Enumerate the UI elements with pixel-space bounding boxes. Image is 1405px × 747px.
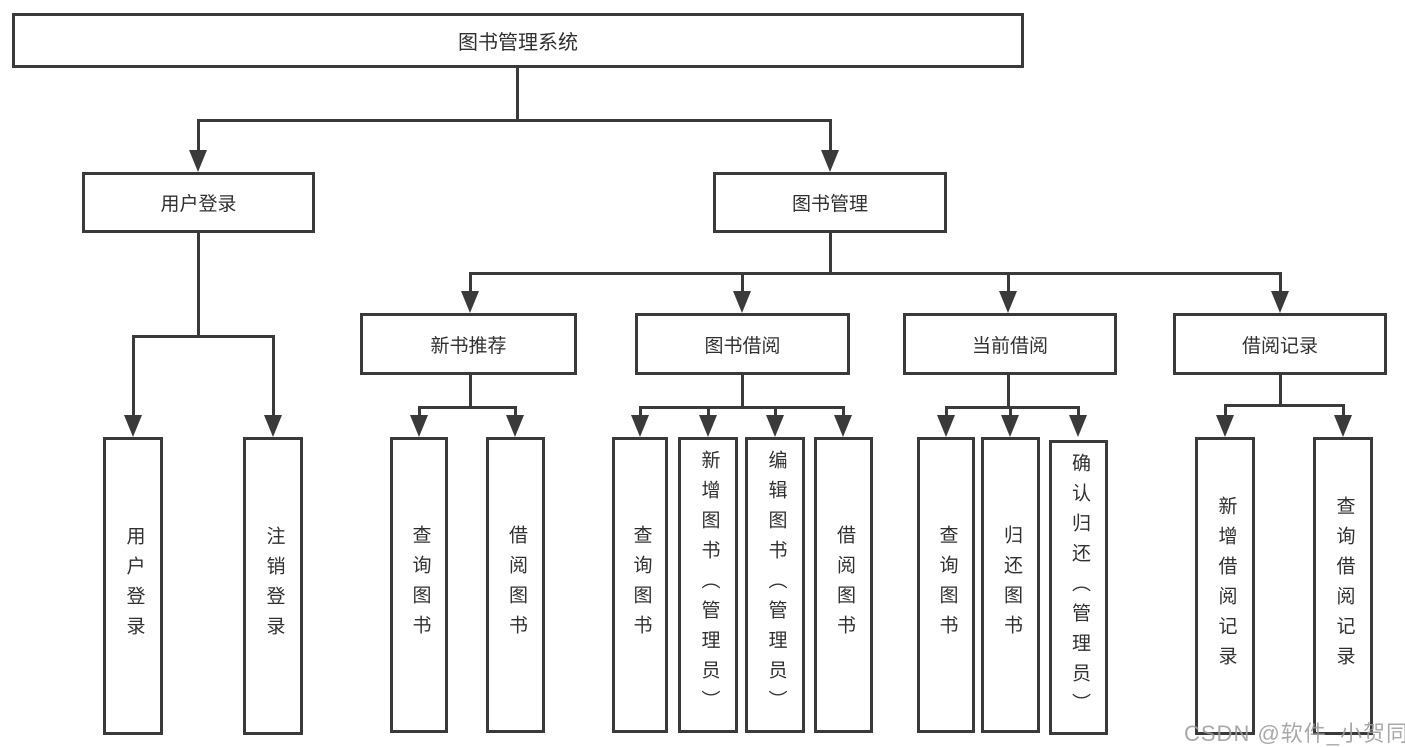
connector-line <box>1224 404 1345 407</box>
leaf-add-borrow-record: 新增借阅记录 <box>1195 437 1255 735</box>
connector-line <box>741 273 744 292</box>
arrowhead-down-icon <box>264 415 282 437</box>
leaf-current-query-book-label: 查询图书 <box>936 525 958 645</box>
arrowhead-down-icon <box>766 415 784 437</box>
node-new-book-recommend: 新书推荐 <box>360 313 577 375</box>
connector-line <box>197 233 200 337</box>
node-root-label: 图书管理系统 <box>458 32 578 54</box>
node-user-login-label: 用户登录 <box>160 194 237 215</box>
connector-line <box>741 375 744 408</box>
node-book-borrow-label: 图书借阅 <box>704 335 781 357</box>
connector-line <box>1007 375 1010 408</box>
connector-line <box>829 120 832 152</box>
node-book-borrow: 图书借阅 <box>635 313 850 375</box>
leaf-current-query-book: 查询图书 <box>917 437 975 733</box>
node-current-borrow-label: 当前借阅 <box>971 335 1048 357</box>
leaf-add-book-admin: 新增图书（管理员） <box>678 437 738 733</box>
connector-line <box>639 406 845 409</box>
leaf-confirm-return-admin: 确认归还（管理员） <box>1049 440 1108 735</box>
arrowhead-down-icon <box>1334 415 1352 437</box>
connector-line <box>516 68 519 122</box>
connector-line <box>1007 273 1010 292</box>
connector-line <box>1342 405 1345 417</box>
leaf-query-borrow-record: 查询借阅记录 <box>1313 437 1373 735</box>
leaf-borrow-book: 借阅图书 <box>814 437 873 733</box>
node-book-management: 图书管理 <box>713 172 947 233</box>
leaf-query-borrow-record-label: 查询借阅记录 <box>1333 496 1355 676</box>
connector-line <box>842 407 845 417</box>
connector-line <box>774 407 777 417</box>
leaf-logout: 注销登录 <box>243 437 303 735</box>
connector-line <box>707 407 710 417</box>
connector-line <box>829 233 832 274</box>
node-user-login: 用户登录 <box>82 172 315 233</box>
connector-line <box>272 336 275 416</box>
leaf-borrow-query-book-label: 查询图书 <box>630 525 652 645</box>
leaf-confirm-return-admin-label: 确认归还（管理员） <box>1068 452 1090 723</box>
node-book-management-label: 图书管理 <box>791 194 868 215</box>
connector-line <box>469 273 472 292</box>
connector-line <box>469 375 472 408</box>
leaf-rec-borrow-book-label: 借阅图书 <box>505 525 527 645</box>
leaf-user-login: 用户登录 <box>103 437 163 735</box>
arrowhead-down-icon <box>506 415 524 437</box>
leaf-borrow-query-book: 查询图书 <box>612 437 668 733</box>
node-current-borrow: 当前借阅 <box>903 313 1117 375</box>
node-borrow-records-label: 借阅记录 <box>1241 335 1318 357</box>
arrowhead-down-icon <box>699 415 717 437</box>
connector-line <box>1077 407 1080 417</box>
leaf-borrow-book-label: 借阅图书 <box>833 525 855 645</box>
leaf-return-book-label: 归还图书 <box>1000 525 1022 645</box>
arrowhead-down-icon <box>1216 415 1234 437</box>
leaf-edit-book-admin: 编辑图书（管理员） <box>745 437 805 733</box>
connector-line <box>197 119 832 122</box>
arrowhead-down-icon <box>124 415 142 437</box>
leaf-user-login-label: 用户登录 <box>123 526 145 646</box>
connector-line <box>469 272 1282 275</box>
arrowhead-down-icon <box>937 415 955 437</box>
arrowhead-down-icon <box>410 415 428 437</box>
connector-line <box>1279 273 1282 292</box>
connector-line <box>1009 407 1012 417</box>
connector-line <box>197 120 200 152</box>
arrowhead-down-icon <box>631 415 649 437</box>
node-root: 图书管理系统 <box>12 13 1024 68</box>
arrowhead-down-icon <box>999 291 1017 313</box>
watermark-text: CSDN @软件_小贺同学 <box>1184 721 1405 746</box>
arrowhead-down-icon <box>733 291 751 313</box>
arrowhead-down-icon <box>1069 415 1087 437</box>
arrowhead-down-icon <box>1271 291 1289 313</box>
leaf-rec-query-book-label: 查询图书 <box>409 525 431 645</box>
node-borrow-records: 借阅记录 <box>1173 313 1387 375</box>
connector-line <box>1279 375 1282 406</box>
arrowhead-down-icon <box>821 150 839 172</box>
leaf-edit-book-admin-label: 编辑图书（管理员） <box>765 450 787 720</box>
arrowhead-down-icon <box>834 415 852 437</box>
arrowhead-down-icon <box>1001 415 1019 437</box>
connector-line <box>945 407 948 417</box>
connector-line <box>132 335 275 338</box>
arrowhead-down-icon <box>461 291 479 313</box>
leaf-add-book-admin-label: 新增图书（管理员） <box>698 450 720 720</box>
leaf-rec-borrow-book: 借阅图书 <box>486 437 545 733</box>
leaf-return-book: 归还图书 <box>981 437 1040 733</box>
connector-line <box>418 407 421 417</box>
connector-line <box>1224 405 1227 417</box>
leaf-rec-query-book: 查询图书 <box>390 437 448 733</box>
connector-line <box>418 406 517 409</box>
node-new-book-recommend-label: 新书推荐 <box>430 335 507 357</box>
leaf-add-borrow-record-label: 新增借阅记录 <box>1215 496 1237 676</box>
connector-line <box>514 407 517 417</box>
connector-line <box>132 336 135 416</box>
connector-line <box>639 407 642 417</box>
arrowhead-down-icon <box>189 150 207 172</box>
leaf-logout-label: 注销登录 <box>263 526 285 646</box>
connector-line <box>945 406 1080 409</box>
